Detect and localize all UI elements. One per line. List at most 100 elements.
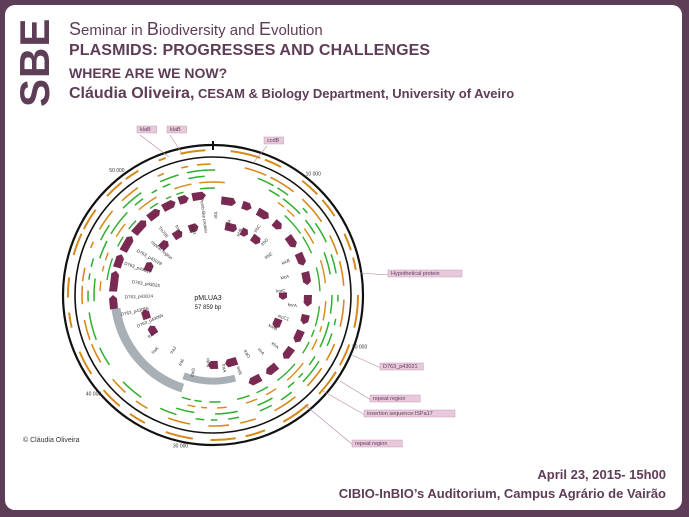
feature-label: klaB <box>170 127 181 133</box>
seminar-rest-3: volution <box>270 22 323 39</box>
gene-label: traN <box>236 366 243 376</box>
feature-track-seg <box>287 381 295 389</box>
gene-label: korC <box>276 288 286 293</box>
feature-track-seg <box>306 367 323 387</box>
gene-label: traJ <box>169 345 177 354</box>
feature-track-seg <box>330 254 337 274</box>
feature-track-seg <box>176 191 184 196</box>
feature-track-seg <box>151 189 158 194</box>
gene-label: korB <box>268 323 279 332</box>
feature-track-seg <box>338 344 351 366</box>
gene-arrow <box>249 233 261 245</box>
feature-track-seg <box>186 169 216 174</box>
plasmid-name: pMLUA3 <box>194 295 221 302</box>
event-date: April 23, 2015- 15h00 <box>537 467 666 482</box>
feature-track-seg <box>284 214 302 235</box>
feature-track-seg <box>240 418 256 424</box>
feature-track-seg <box>325 343 336 361</box>
feature-track-seg <box>68 312 73 328</box>
callout-line <box>339 380 372 401</box>
backbone-ring <box>74 156 352 434</box>
feature-track-seg <box>315 267 321 292</box>
gene-arrow <box>224 222 237 233</box>
feature-track-seg <box>319 325 323 333</box>
gene-arrow <box>208 360 219 369</box>
scale-label: 20 000 <box>352 344 368 350</box>
logo-text: SBE <box>16 19 56 107</box>
gene-label: traI <box>147 331 155 339</box>
feature-track-seg <box>314 222 327 243</box>
feature-track-seg <box>138 196 157 211</box>
gene-label: traA <box>221 364 227 373</box>
gene-arrow <box>248 373 263 386</box>
feature-track-seg <box>322 300 327 321</box>
gene-label: D763_p43025 <box>132 279 161 288</box>
feature-track-seg <box>286 209 295 217</box>
gene-arrow <box>266 362 280 376</box>
image-credit: © Cláudia Oliveira <box>23 437 80 444</box>
feature-label: ccdB <box>267 138 280 144</box>
callout-line <box>252 145 268 164</box>
feature-track-seg <box>257 397 273 407</box>
feature-track-seg <box>304 219 316 235</box>
feature-track-seg <box>180 149 206 155</box>
feature-track-seg <box>106 258 114 281</box>
feature-track-seg <box>175 407 195 414</box>
gene-arrow <box>147 325 159 337</box>
speaker-name: Cláudia Oliveira, <box>69 85 195 102</box>
feature-track-seg <box>188 175 205 180</box>
feature-track-seg <box>302 341 310 354</box>
callout-line <box>304 404 354 446</box>
feature-track-seg <box>215 410 238 415</box>
feature-label-box <box>263 136 284 145</box>
callout-line <box>139 134 170 158</box>
feature-track-seg <box>104 252 109 261</box>
feature-track-seg <box>165 195 172 200</box>
gene-arrow <box>119 236 134 253</box>
feature-track-seg <box>157 172 165 177</box>
feature-track-seg <box>89 241 95 249</box>
gene-arrow <box>109 295 118 310</box>
gene-label: traK <box>150 345 159 354</box>
feature-label-box <box>379 362 424 371</box>
plasmid-size: 57 859 bp <box>195 305 222 311</box>
feature-track-seg <box>174 183 192 190</box>
feature-label-box <box>351 439 403 448</box>
gene-label: trbD <box>260 237 270 247</box>
gene-label: trfA <box>213 211 218 218</box>
feature-track-seg <box>323 252 331 275</box>
feature-track-seg <box>298 372 304 379</box>
feature-track-seg <box>99 281 102 292</box>
feature-label: repeat region <box>355 441 387 447</box>
feature-track-seg <box>339 299 345 327</box>
gene-arrow <box>293 329 305 343</box>
feature-label-box <box>166 125 187 134</box>
feature-track-seg <box>257 177 274 187</box>
seminar-rest-1: eminar in <box>81 22 147 39</box>
scale-label: 40 000 <box>86 391 102 397</box>
feature-track-seg <box>112 378 126 393</box>
feature-track-seg <box>210 437 236 441</box>
speaker-line: Cláudia Oliveira, CESAM & Biology Depart… <box>69 85 514 103</box>
feature-track-seg <box>135 400 148 410</box>
seminar-cap-1: S <box>69 19 82 39</box>
slide-card: SBE Seminar in Biodiversity and Evolutio… <box>5 5 682 510</box>
scale-label: 10 000 <box>306 171 322 177</box>
feature-track-seg <box>93 278 96 302</box>
feature-track-seg <box>282 403 309 423</box>
feature-track-seg <box>268 189 280 197</box>
feature-track-seg <box>122 191 142 209</box>
feature-label: insertion sequence:ISPa17 <box>367 411 433 417</box>
tn-arc <box>111 307 185 393</box>
gene-arrow <box>171 229 183 241</box>
feature-track-seg <box>82 209 97 230</box>
gene-arrow <box>109 270 120 292</box>
feature-track-seg <box>245 429 266 438</box>
feature-track-seg <box>353 294 359 328</box>
feature-track-seg <box>181 396 191 401</box>
scale-label: 50 000 <box>109 168 125 174</box>
feature-label-box <box>363 409 456 418</box>
feature-track-seg <box>99 347 110 366</box>
